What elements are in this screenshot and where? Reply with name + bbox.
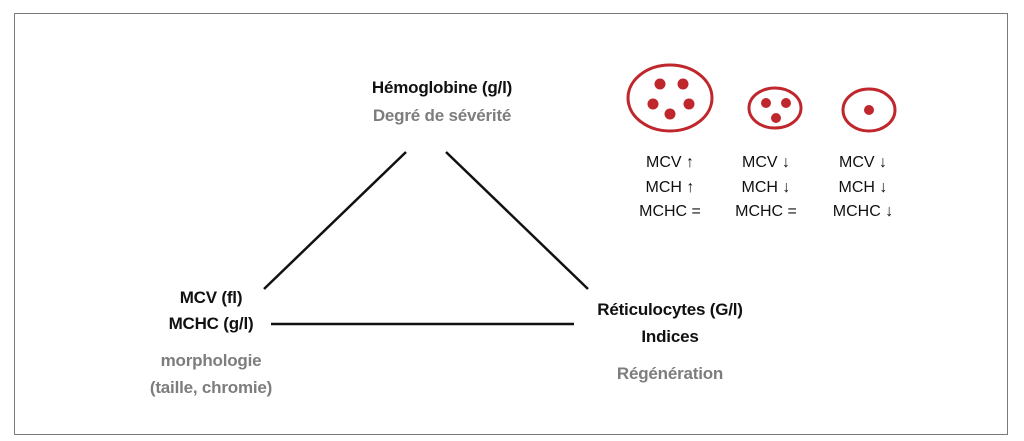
cell-dot [647,98,659,110]
mchc-label: MCHC = [735,203,797,220]
left-node-sub2: (taille, chromie) [149,378,273,397]
edge-top-left [263,151,407,290]
mcv-label: MCV ↑ [646,154,694,171]
edge-top-right [445,151,589,290]
top-node-title: Hémoglobine (g/l) [371,78,513,97]
cell-dot [654,78,666,90]
cell-dot [771,113,781,123]
mchc-label: MCHC = [639,203,701,220]
cell-dot [683,98,695,110]
right-node-line1: Réticulocytes (G/l) [597,300,743,319]
medium-cell-icon [747,86,803,130]
mcv-label: MCV ↓ [742,154,790,171]
cell-dot [781,98,791,108]
mch-label: MCH ↓ [741,179,791,196]
right-node-line2: Indices [641,327,699,346]
cell-dot [864,105,874,115]
small-cell-icon [841,87,897,133]
cell-dot [761,98,771,108]
cell-dot [664,108,676,120]
mcv-label: MCV ↓ [839,154,887,171]
mch-label: MCH ↑ [645,179,695,196]
top-node-subtitle: Degré de sévérité [372,106,512,125]
mchc-label: MCHC ↓ [832,203,894,220]
cell-dot [677,78,689,90]
mch-label: MCH ↓ [838,179,888,196]
diagram-frame [14,13,1008,435]
large-cell-icon [626,63,714,133]
left-node-line1: MCV (fl) [179,288,243,307]
left-node-line2: MCHC (g/l) [168,314,254,333]
right-node-sub: Régénération [616,364,724,383]
left-node-sub1: morphologie [160,351,262,370]
